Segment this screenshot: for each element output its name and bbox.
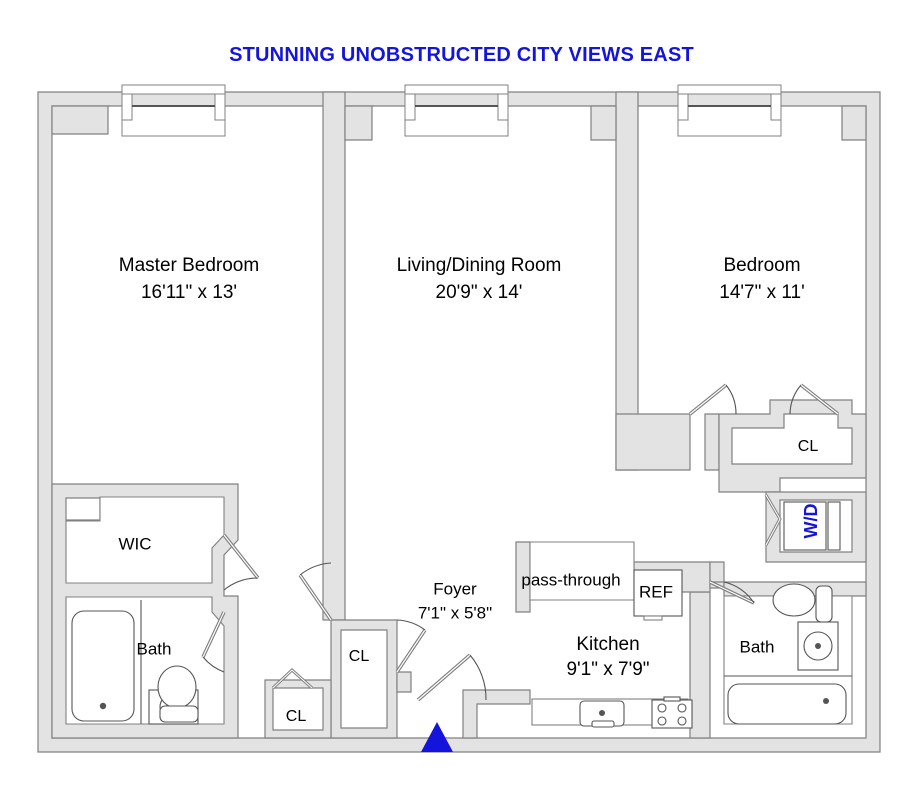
wall-alcove-bedroom: [841, 105, 867, 141]
wall-kitchen-right: [689, 591, 711, 739]
door-second-bath: [709, 580, 755, 605]
label-bedroom: Bedroom: [723, 255, 800, 276]
wall-closet-left: [264, 679, 332, 739]
door-bedroom: [688, 383, 737, 416]
label-walk-in-closet: WIC: [118, 534, 151, 553]
label-closet-bedroom: CL: [798, 438, 819, 455]
wall-step-living-left: [344, 105, 373, 141]
washer-dryer-unit: [783, 501, 841, 551]
fixtures: [71, 501, 852, 729]
door-laundry: [764, 494, 782, 546]
label-pass-through: pass-through: [521, 570, 620, 589]
page-title: STUNNING UNOBSTRUCTED CITY VIEWS EAST: [229, 44, 694, 66]
door-master-bedroom: [298, 562, 333, 621]
label-second-bath: Bath: [740, 637, 775, 656]
door-wic: [222, 533, 260, 591]
door-closet-left: [271, 667, 314, 690]
refrigerator-unit: [633, 569, 683, 621]
window-master-bedroom: [121, 84, 226, 137]
sink-second: [797, 621, 839, 671]
entry-arrow-icon: [421, 722, 453, 752]
door-master-bath: [201, 611, 226, 673]
wall-kitchen-entry: [462, 689, 531, 739]
wall-bedroom-hall: [704, 413, 720, 471]
bathtub-master: [71, 610, 135, 722]
dims-foyer: 7'1" x 5'8": [418, 603, 492, 622]
label-closet-foyer-mid: CL: [349, 648, 370, 665]
wall-cl-bedroom: [718, 399, 867, 493]
wall-foyer-nub: [396, 671, 412, 693]
wall-step-living-right: [590, 105, 617, 141]
label-washer-dryer: W/D: [801, 504, 821, 539]
room-labels: Master Bedroom 16'11" x 13' Living/Dinin…: [118, 255, 820, 725]
wall-kitchen-left: [515, 541, 531, 613]
wall-living-bedroom: [615, 91, 639, 471]
door-closet-mid: [395, 619, 427, 673]
bathtub-second: [727, 683, 847, 725]
kitchen-sink: [579, 700, 625, 728]
door-entry: [416, 653, 487, 702]
dims-master-bedroom: 16'11" x 13': [141, 282, 237, 303]
wall-laundry-closet: [765, 491, 867, 563]
wall-bedroom-left-stub: [615, 413, 691, 471]
dims-kitchen: 9'1" x 7'9": [566, 659, 649, 680]
label-foyer: Foyer: [433, 579, 477, 598]
dims-bedroom: 14'7" x 11': [719, 282, 804, 303]
label-living-dining: Living/Dining Room: [397, 255, 562, 276]
wall-alcove-master: [51, 105, 109, 135]
label-master-bedroom: Master Bedroom: [119, 255, 259, 276]
windows: [121, 84, 782, 137]
label-closet-foyer-left: CL: [286, 708, 307, 725]
window-living-dining: [404, 84, 509, 137]
door-closet-bedroom: [789, 383, 840, 416]
kitchen-range: [651, 696, 693, 729]
label-kitchen: Kitchen: [576, 634, 639, 655]
window-bedroom: [677, 84, 782, 137]
wall-master-living: [322, 91, 346, 621]
doors: [201, 383, 840, 702]
label-refrigerator: REF: [639, 582, 673, 601]
dims-living-dining: 20'9" x 14': [436, 282, 523, 303]
label-master-bath: Bath: [137, 639, 172, 658]
wall-foyer-closets: [330, 619, 398, 739]
toilet-master: [157, 665, 199, 723]
